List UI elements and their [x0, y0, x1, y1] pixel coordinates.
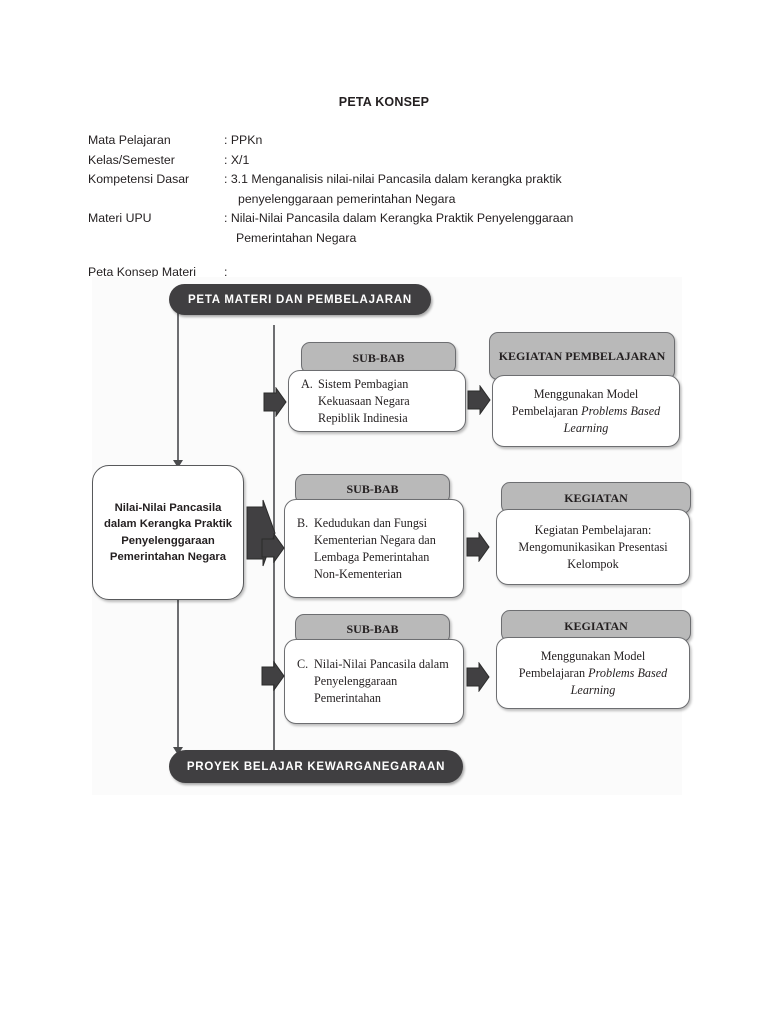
meta-label: Materi UPU	[88, 211, 152, 225]
meta-value: : PPKn	[224, 133, 263, 147]
center-node-nilai-nilai-pancasila[interactable]: Nilai-Nilai Pancasila dalam Kerangka Pra…	[92, 465, 244, 600]
meta-row-mata-pelajaran: Mata Pelajaran : PPKn	[88, 131, 688, 151]
kegiatan-box-a[interactable]: Menggunakan Model Pembelajaran Problems …	[492, 375, 680, 447]
subbab-marker-b: B.	[297, 515, 309, 530]
center-node-label: Nilai-Nilai Pancasila dalam Kerangka Pra…	[103, 501, 233, 564]
subbab-text-c: Nilai-Nilai Pancasila dalam Penyelenggar…	[314, 657, 449, 705]
banner-peta-materi[interactable]: PETA MATERI DAN PEMBELAJARAN	[169, 284, 431, 315]
arrowhead-down-icon	[173, 460, 183, 468]
kegiatan-header-b[interactable]: KEGIATAN	[501, 482, 691, 514]
meta-value: : Nilai-Nilai Pancasila dalam Kerangka P…	[224, 211, 574, 225]
meta-value: : 3.1 Menganalisis nilai-nilai Pancasila…	[224, 172, 562, 186]
meta-label: Peta Konsep Materi	[88, 265, 197, 279]
kegiatan-header-label: KEGIATAN PEMBELAJARAN	[498, 348, 666, 363]
meta-row-kompetensi-dasar: Kompetensi Dasar : 3.1 Menganalisis nila…	[88, 170, 688, 190]
arrow-right-icon	[466, 532, 490, 562]
subbab-marker-a: A.	[301, 376, 313, 391]
kegiatan-header-label: KEGIATAN	[564, 618, 628, 633]
connector-line-top	[177, 307, 179, 469]
subbab-text-b: Kedudukan dan Fungsi Kementerian Negara …	[314, 515, 436, 581]
connector-line-bottom	[177, 597, 179, 757]
subbab-header-a[interactable]: SUB-BAB	[301, 342, 456, 374]
banner-proyek-belajar[interactable]: PROYEK BELAJAR KEWARGANEGARAAN	[169, 750, 463, 783]
banner-label: PETA MATERI DAN PEMBELAJARAN	[188, 293, 412, 306]
meta-row-kelas-semester: Kelas/Semester : X/1	[88, 151, 688, 171]
kegiatan-box-c[interactable]: Menggunakan Model Pembelajaran Problems …	[496, 637, 690, 709]
meta-continuation-kompetensi-dasar: penyelenggaraan pemerintahan Negara	[238, 191, 456, 206]
kegiatan-text-a: Menggunakan Model Pembelajaran	[511, 386, 639, 418]
subbab-box-a[interactable]: A. Sistem Pembagian Kekuasaan Negara Rep…	[288, 370, 466, 432]
page-title: PETA KONSEP	[338, 95, 430, 109]
subbab-text-a: Sistem Pembagian Kekuasaan Negara Repibl…	[318, 376, 410, 425]
meta-continuation-materi-upu: Pemerintahan Negara	[236, 230, 357, 245]
kegiatan-text-a-italic: Problems Based Learning	[563, 403, 661, 435]
metadata-block: Mata Pelajaran : PPKn Kelas/Semester : X…	[88, 131, 688, 283]
arrow-right-icon	[466, 662, 490, 692]
meta-row-peta-konsep-materi: Peta Konsep Materi :	[88, 263, 688, 283]
kegiatan-text-c-italic: Problems Based Learning	[570, 665, 668, 697]
kegiatan-box-b[interactable]: Kegiatan Pembelajaran: Mengomunikasikan …	[496, 509, 690, 585]
banner-label: PROYEK BELAJAR KEWARGANEGARAAN	[186, 760, 446, 773]
kegiatan-text-b: Kegiatan Pembelajaran: Mengomunikasikan …	[518, 522, 668, 571]
subbab-box-b[interactable]: B. Kedudukan dan Fungsi Kementerian Nega…	[284, 499, 464, 598]
meta-label: Mata Pelajaran	[88, 133, 171, 147]
meta-row-materi-upu: Materi UPU : Nilai-Nilai Pancasila dalam…	[88, 209, 688, 229]
kegiatan-header-a[interactable]: KEGIATAN PEMBELAJARAN	[489, 332, 675, 380]
meta-label: Kompetensi Dasar	[88, 172, 190, 186]
arrow-right-icon	[263, 387, 287, 417]
meta-value: :	[224, 265, 228, 279]
kegiatan-text-c: Menggunakan Model Pembelajaran	[518, 648, 646, 680]
subbab-marker-c: C.	[297, 657, 309, 671]
subbab-header-label: SUB-BAB	[352, 350, 405, 365]
subbab-header-label: SUB-BAB	[346, 481, 399, 496]
arrow-right-icon	[467, 385, 491, 415]
arrow-right-icon	[261, 661, 285, 691]
kegiatan-header-label: KEGIATAN	[564, 490, 628, 505]
concept-map-diagram: PETA MATERI DAN PEMBELAJARAN Nilai-Nilai…	[92, 277, 691, 795]
subbab-header-label: SUB-BAB	[346, 621, 399, 636]
meta-value: : X/1	[224, 152, 250, 167]
subbab-box-c[interactable]: C. Nilai-Nilai Pancasila dalam Penyeleng…	[284, 639, 464, 724]
arrow-right-icon	[261, 533, 285, 563]
kegiatan-header-c[interactable]: KEGIATAN	[501, 610, 691, 642]
meta-label: Kelas/Semester	[88, 152, 175, 167]
